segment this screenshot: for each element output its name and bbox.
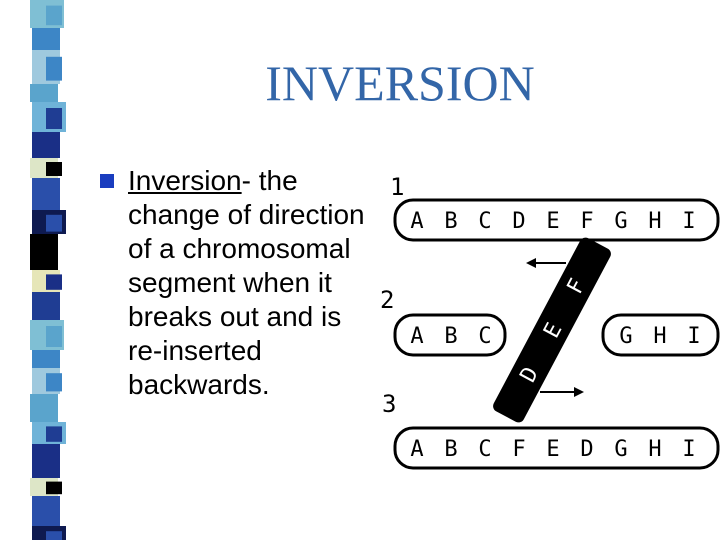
gene-1-f: F xyxy=(580,209,593,234)
gene-2-b: B xyxy=(444,324,457,349)
rotation-arrow-bottom xyxy=(540,387,584,397)
gene-2-i: I xyxy=(687,324,700,349)
square-bullet-icon xyxy=(100,174,114,188)
gene-1-i: I xyxy=(682,209,695,234)
gene-3-c: C xyxy=(478,437,491,462)
step-label-3: 3 xyxy=(382,390,396,418)
gene-3-f: F xyxy=(512,437,525,462)
gene-1-e: E xyxy=(546,209,559,234)
gene-3-g: G xyxy=(614,437,627,462)
gene-1-g: G xyxy=(614,209,627,234)
gene-3-a: A xyxy=(410,437,423,462)
gene-1-d: D xyxy=(512,209,525,234)
rotation-arrow-top xyxy=(526,258,566,268)
step-label-2: 2 xyxy=(380,286,394,314)
gene-2-a: A xyxy=(410,324,423,349)
slide-title: INVERSION xyxy=(200,58,600,108)
gene-2-h: H xyxy=(653,324,666,349)
gene-2-g: G xyxy=(619,324,632,349)
gene-1-h: H xyxy=(648,209,661,234)
gene-3-h: H xyxy=(648,437,661,462)
gene-1-a: A xyxy=(410,209,423,234)
gene-3-b: B xyxy=(444,437,457,462)
bullet-text: Inversion- the change of direction of a … xyxy=(128,164,383,402)
gene-3-e: E xyxy=(546,437,559,462)
gene-3-i: I xyxy=(682,437,695,462)
gene-1-b: B xyxy=(444,209,457,234)
bullet-term: Inversion xyxy=(128,165,242,196)
gene-3-d: D xyxy=(580,437,593,462)
bullet-definition: - the change of direction of a chromosom… xyxy=(128,165,365,400)
gene-1-c: C xyxy=(478,209,491,234)
decorative-stripe xyxy=(0,0,72,540)
step-label-1: 1 xyxy=(390,173,404,201)
gene-2-c: C xyxy=(478,324,491,349)
